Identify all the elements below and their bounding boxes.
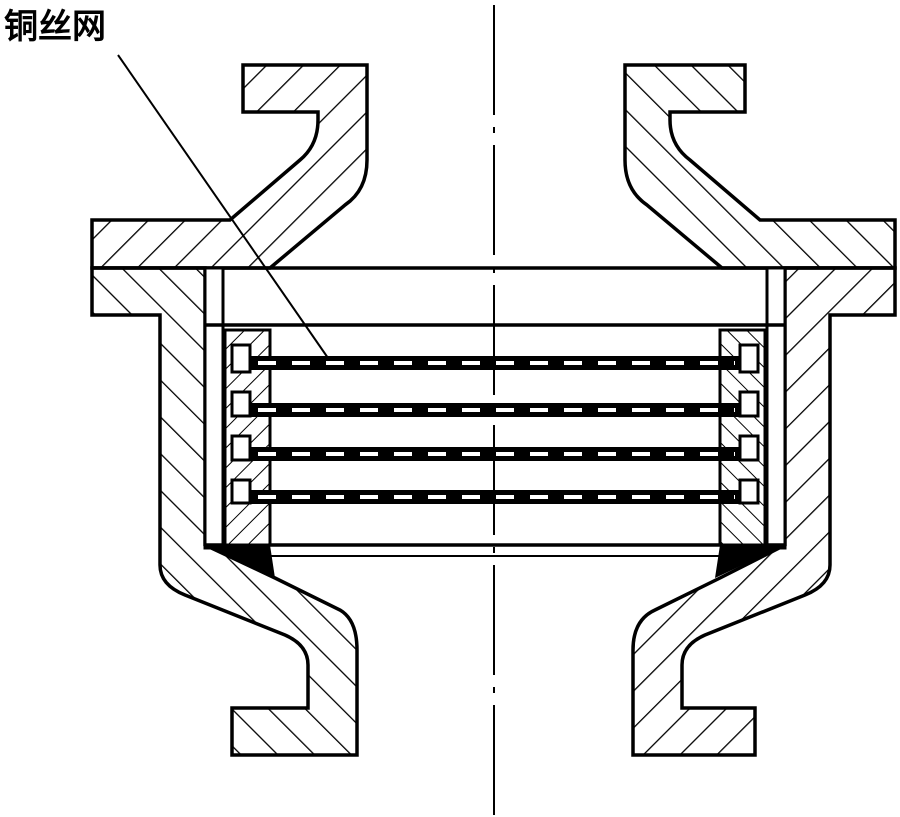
- ring-notches-left: [230, 343, 252, 505]
- upper-body-left: [90, 63, 369, 270]
- weld-right: [715, 545, 785, 578]
- ring-notches-right: [738, 343, 760, 505]
- lower-body-right: [631, 266, 897, 757]
- weld-left: [205, 545, 275, 578]
- housing-sleeve-right: [765, 266, 787, 550]
- housing-sleeve-left: [203, 266, 225, 550]
- upper-body-right: [623, 63, 897, 270]
- lower-body-left: [90, 266, 359, 757]
- leader-line: [117, 54, 329, 359]
- mesh-label: 铜丝网: [4, 7, 106, 47]
